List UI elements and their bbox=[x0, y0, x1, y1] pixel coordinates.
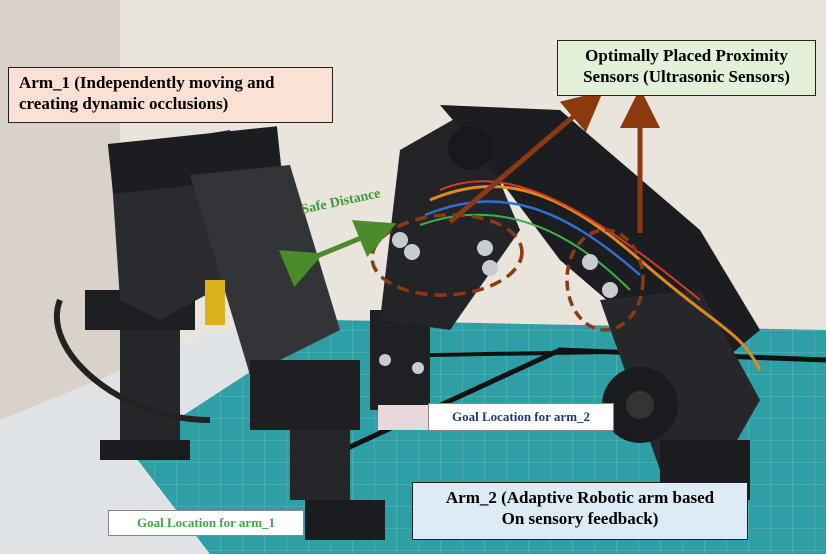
sensor-highlight-2 bbox=[565, 228, 645, 332]
arrow-to-sensor-1 bbox=[448, 91, 604, 224]
goal-arm-2-label: Goal Location for arm_2 bbox=[428, 403, 614, 431]
sensor-highlight-1 bbox=[370, 213, 524, 297]
arm-2-label: Arm_2 (Adaptive Robotic arm based On sen… bbox=[412, 482, 748, 540]
arm-1-label: Arm_1 (Independently moving and creating… bbox=[8, 67, 333, 123]
arm-2-robot bbox=[370, 105, 762, 500]
sensor-label: Optimally Placed Proximity Sensors (Ultr… bbox=[557, 40, 816, 96]
goal-arm-1-label: Goal Location for arm_1 bbox=[108, 510, 304, 536]
safe-distance-arrow bbox=[278, 220, 397, 288]
arm-1-robot bbox=[54, 126, 385, 540]
